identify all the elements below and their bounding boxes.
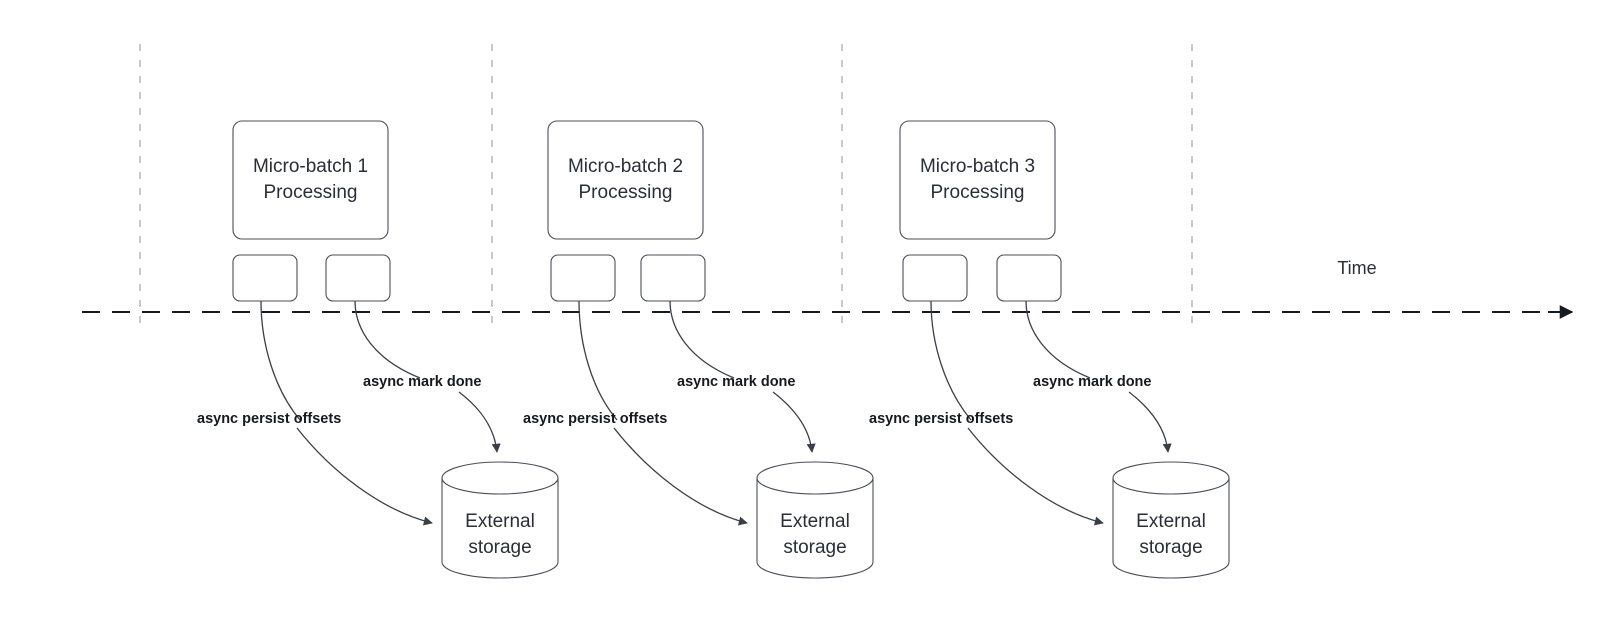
external-storage-label-2-line2: storage xyxy=(783,537,846,558)
external-storage-3[interactable]: External storage xyxy=(1112,461,1230,579)
external-storage-body-3 xyxy=(1112,477,1230,579)
micro-batch-box-3[interactable] xyxy=(899,120,1056,240)
external-storage-label-3-line1: External xyxy=(1136,511,1206,532)
micro-batch-label-3-line2: Processing xyxy=(931,182,1025,203)
mark-done-curve-1 xyxy=(354,300,421,379)
task-box-3-right[interactable] xyxy=(996,254,1062,302)
micro-batch-label-2-line1: Micro-batch 2 xyxy=(568,156,683,177)
time-axis-label: Time xyxy=(1337,258,1376,278)
micro-batch-label-1-line2: Processing xyxy=(264,182,358,203)
mark-done-curve-2b xyxy=(772,391,816,453)
persist-offsets-curve-3b xyxy=(967,427,1104,526)
external-storage-label-2-line1: External xyxy=(780,511,850,532)
micro-batch-label-3-line1: Micro-batch 3 xyxy=(920,156,1035,177)
persist-offsets-curve-1 xyxy=(260,300,301,421)
external-storage-2[interactable]: External storage xyxy=(756,461,874,579)
persist-offsets-label-2: async persist offsets xyxy=(523,411,667,427)
persist-offsets-curve-2b xyxy=(613,427,748,526)
group-3: Micro-batch 3 Processing async persist o… xyxy=(869,120,1230,579)
task-box-1-left[interactable] xyxy=(232,254,298,302)
persist-offsets-curve-2 xyxy=(578,300,618,421)
external-storage-label-3-line2: storage xyxy=(1139,537,1202,558)
micro-batch-label-2-line2: Processing xyxy=(579,182,673,203)
external-storage-1[interactable]: External storage xyxy=(441,461,559,579)
micro-batch-box-1[interactable] xyxy=(232,120,389,240)
mark-done-curve-1b xyxy=(458,391,501,453)
external-storage-label-1-line1: External xyxy=(465,511,535,532)
persist-offsets-curve-1b xyxy=(296,427,433,526)
mark-done-curve-3 xyxy=(1025,300,1091,379)
persist-offsets-curve-3 xyxy=(930,300,972,421)
time-axis: Time xyxy=(82,258,1574,319)
external-storage-top-1 xyxy=(441,461,559,495)
external-storage-top-3 xyxy=(1112,461,1230,495)
task-box-1-right[interactable] xyxy=(325,254,391,302)
mark-done-curve-3b xyxy=(1128,391,1172,453)
mark-done-label-1: async mark done xyxy=(363,374,481,390)
micro-batch-label-1-line1: Micro-batch 1 xyxy=(253,156,368,177)
mark-done-curve-2 xyxy=(669,300,735,379)
mark-done-label-2: async mark done xyxy=(677,374,795,390)
group-1: Micro-batch 1 Processing async persist o… xyxy=(197,120,559,579)
task-box-2-left[interactable] xyxy=(550,254,616,302)
task-box-2-right[interactable] xyxy=(640,254,706,302)
group-2: Micro-batch 2 Processing async persist o… xyxy=(523,120,874,579)
task-box-3-left[interactable] xyxy=(902,254,968,302)
external-storage-label-1-line2: storage xyxy=(468,537,531,558)
external-storage-top-2 xyxy=(756,461,874,495)
external-storage-body-1 xyxy=(441,477,559,579)
persist-offsets-label-3: async persist offsets xyxy=(869,411,1013,427)
micro-batch-box-2[interactable] xyxy=(547,120,704,240)
persist-offsets-label-1: async persist offsets xyxy=(197,411,341,427)
external-storage-body-2 xyxy=(756,477,874,579)
mark-done-label-3: async mark done xyxy=(1033,374,1151,390)
